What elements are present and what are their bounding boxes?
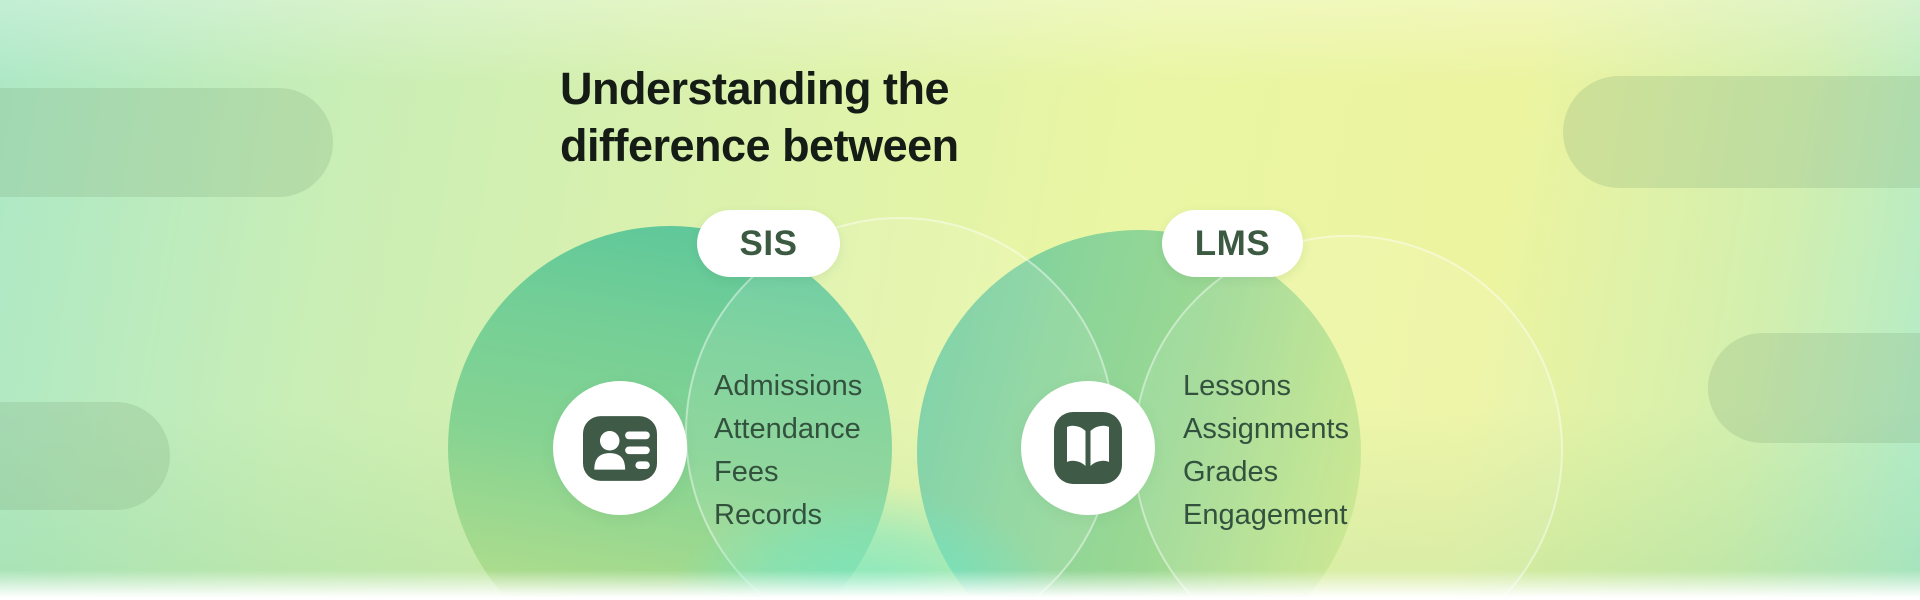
sis-icon-disc [553, 381, 687, 515]
page-title: Understanding the difference between [560, 60, 959, 174]
sis-feature-list: Admissions Attendance Fees Records [714, 365, 862, 537]
page-title-line1: Understanding the [560, 63, 950, 115]
list-item: Assignments [1183, 413, 1350, 445]
sis-badge: SIS [697, 210, 840, 277]
lms-feature-list: Lessons Assignments Grades Engagement [1183, 365, 1349, 537]
list-item: Admissions [714, 370, 863, 402]
decorative-pill-top-left [0, 88, 333, 197]
open-book-icon [1054, 412, 1122, 484]
list-item: Grades [1183, 456, 1279, 488]
list-item: Lessons [1183, 370, 1292, 402]
sis-badge-label: SIS [739, 223, 798, 263]
list-item: Engagement [1183, 499, 1348, 531]
lms-badge: LMS [1162, 210, 1303, 277]
list-item: Records [714, 499, 822, 531]
decorative-pill-bottom-left [0, 402, 170, 510]
lms-icon-disc [1021, 381, 1155, 515]
decorative-pill-top-right [1563, 76, 1920, 188]
page-title-line2: difference between [560, 120, 959, 172]
bottom-white-fade [0, 570, 1920, 600]
id-card-icon [583, 415, 657, 481]
decorative-pill-mid-right [1708, 333, 1920, 443]
lms-badge-label: LMS [1194, 223, 1271, 263]
list-item: Fees [714, 456, 779, 488]
list-item: Attendance [714, 413, 861, 445]
